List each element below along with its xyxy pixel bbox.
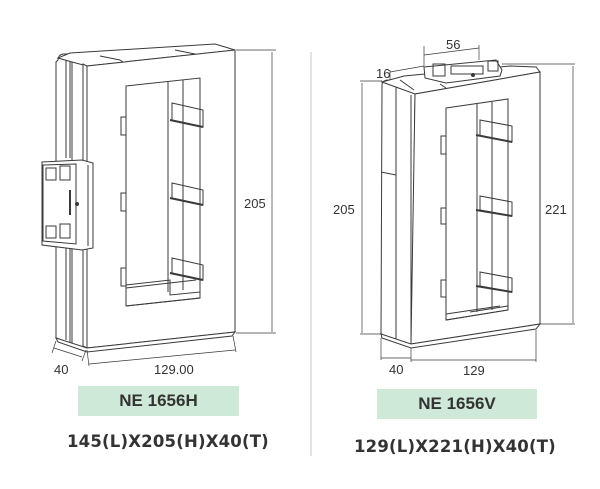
ne1656h-dim-width: 129.00 [154,362,194,377]
ne1656h-dim-height: 205 [244,196,266,211]
ne1656h-dimensions-caption: 145(L)X205(H)X40(T) [67,432,269,451]
ne1656v-model-label: NE 1656V [377,389,537,419]
ne1656v-dim-connector-offset: 16 [376,66,390,81]
ne1656v-model-text: NE 1656V [418,394,496,413]
ne1656v-dim-total-height: 221 [545,202,567,217]
ne1656h-model-label: NE 1656H [78,386,239,416]
section-divider [310,52,312,456]
ne1656v-dim-width: 129 [463,363,485,378]
side-connector-icon [41,159,94,251]
ne1656v-drawing [360,45,575,362]
ne1656v-dimensions-caption: 129(L)X221(H)X40(T) [354,437,556,456]
ne1656h-model-text: NE 1656H [119,391,198,410]
ne1656v-dim-body-height: 205 [333,202,355,217]
ne1656h-drawing [41,43,276,367]
ne1656v-dim-connector-width: 56 [446,37,460,52]
ne1656v-dim-depth: 40 [389,362,403,377]
top-connector-icon [423,59,503,84]
ne1656h-dim-depth: 40 [54,362,68,377]
